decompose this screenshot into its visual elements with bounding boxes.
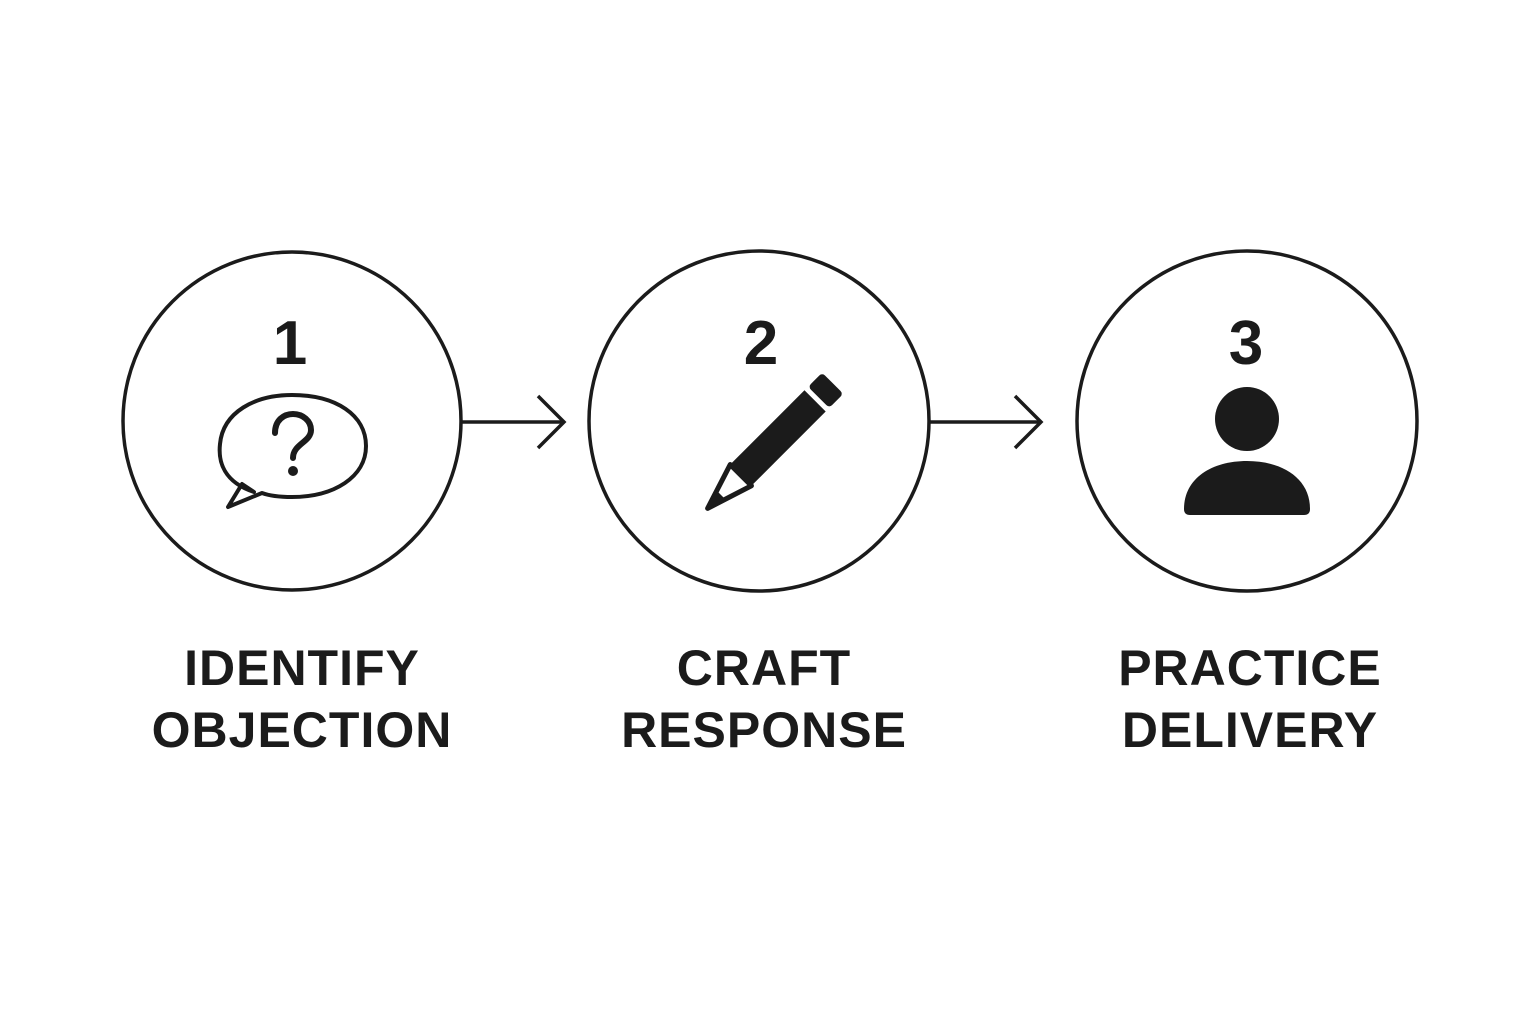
step-3-label: PRACTICE DELIVERY xyxy=(1040,637,1460,761)
step-1: 1 xyxy=(121,250,463,592)
step-3-circle xyxy=(1075,249,1419,593)
pencil-icon xyxy=(705,374,842,511)
step-1-label: IDENTIFY OBJECTION xyxy=(92,637,512,761)
person-icon xyxy=(1184,387,1310,515)
step-2-label: CRAFT RESPONSE xyxy=(554,637,974,761)
step-1-label-line2: OBJECTION xyxy=(151,702,453,758)
step-1-number: 1 xyxy=(273,309,307,378)
step-2: 2 xyxy=(587,249,931,593)
step-2-number: 2 xyxy=(744,309,778,378)
speech-bubble-question-icon xyxy=(217,393,368,509)
step-3: 3 xyxy=(1075,249,1419,593)
step-1-circle xyxy=(121,250,463,592)
step-3-number: 3 xyxy=(1229,309,1263,378)
step-1-label-line1: IDENTIFY xyxy=(184,640,420,696)
step-3-label-line2: DELIVERY xyxy=(1121,702,1379,758)
arrow-1-to-2 xyxy=(462,394,567,450)
step-2-label-line2: RESPONSE xyxy=(621,702,907,758)
step-3-label-line1: PRACTICE xyxy=(1118,640,1382,696)
step-2-label-line1: CRAFT xyxy=(676,640,852,696)
arrow-2-to-3 xyxy=(930,394,1044,450)
step-2-circle xyxy=(587,249,931,593)
